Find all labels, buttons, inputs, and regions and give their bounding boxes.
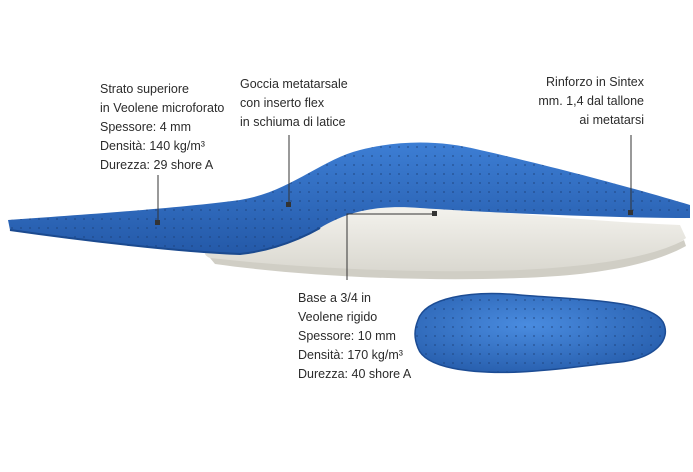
annotation-line: Spessore: 4 mm: [100, 120, 192, 134]
leader-top-layer-dot: [155, 220, 160, 225]
annotation-line: Spessore: 10 mm: [298, 329, 396, 343]
insole-bottom-perforation: [415, 293, 666, 373]
annotation-line: Densità: 170 kg/m³: [298, 348, 403, 362]
annotation-line: Rinforzo in Sintex: [546, 75, 644, 89]
annotation-line: Durezza: 29 shore A: [100, 158, 214, 172]
leader-metatarsal-dot: [286, 202, 291, 207]
insole-base-layer: [204, 203, 686, 274]
annotation-base: Base a 3/4 in Veolene rigido Spessore: 1…: [298, 289, 411, 384]
insole-top-perforation: [8, 142, 690, 254]
annotation-metatarsal-dome: Goccia metatarsale con inserto flex in s…: [240, 75, 348, 132]
annotation-top-layer: Strato superiore in Veolene microforato …: [100, 80, 224, 175]
annotation-line: ai metatarsi: [579, 113, 644, 127]
annotation-reinforcement: Rinforzo in Sintex mm. 1,4 dal tallone a…: [538, 73, 644, 130]
annotation-line: con inserto flex: [240, 96, 325, 110]
annotation-line: mm. 1,4 dal tallone: [538, 94, 644, 108]
annotation-line: in schiuma di latice: [240, 115, 346, 129]
insole-bottom-rim: [414, 292, 666, 374]
annotation-line: Veolene rigido: [298, 310, 378, 324]
annotation-line: Strato superiore: [100, 82, 189, 96]
annotation-line: in Veolene microforato: [100, 101, 225, 115]
annotation-line: Goccia metatarsale: [240, 77, 348, 91]
leader-reinforcement-dot: [628, 210, 633, 215]
annotation-line: Base a 3/4 in: [298, 291, 371, 305]
leader-base-dot: [432, 211, 437, 216]
annotation-line: Durezza: 40 shore A: [298, 367, 412, 381]
insole-top-edge: [9, 227, 321, 256]
insole-base-shadow: [210, 240, 686, 280]
annotation-line: Densità: 140 kg/m³: [100, 139, 205, 153]
leader-base: [346, 213, 435, 280]
